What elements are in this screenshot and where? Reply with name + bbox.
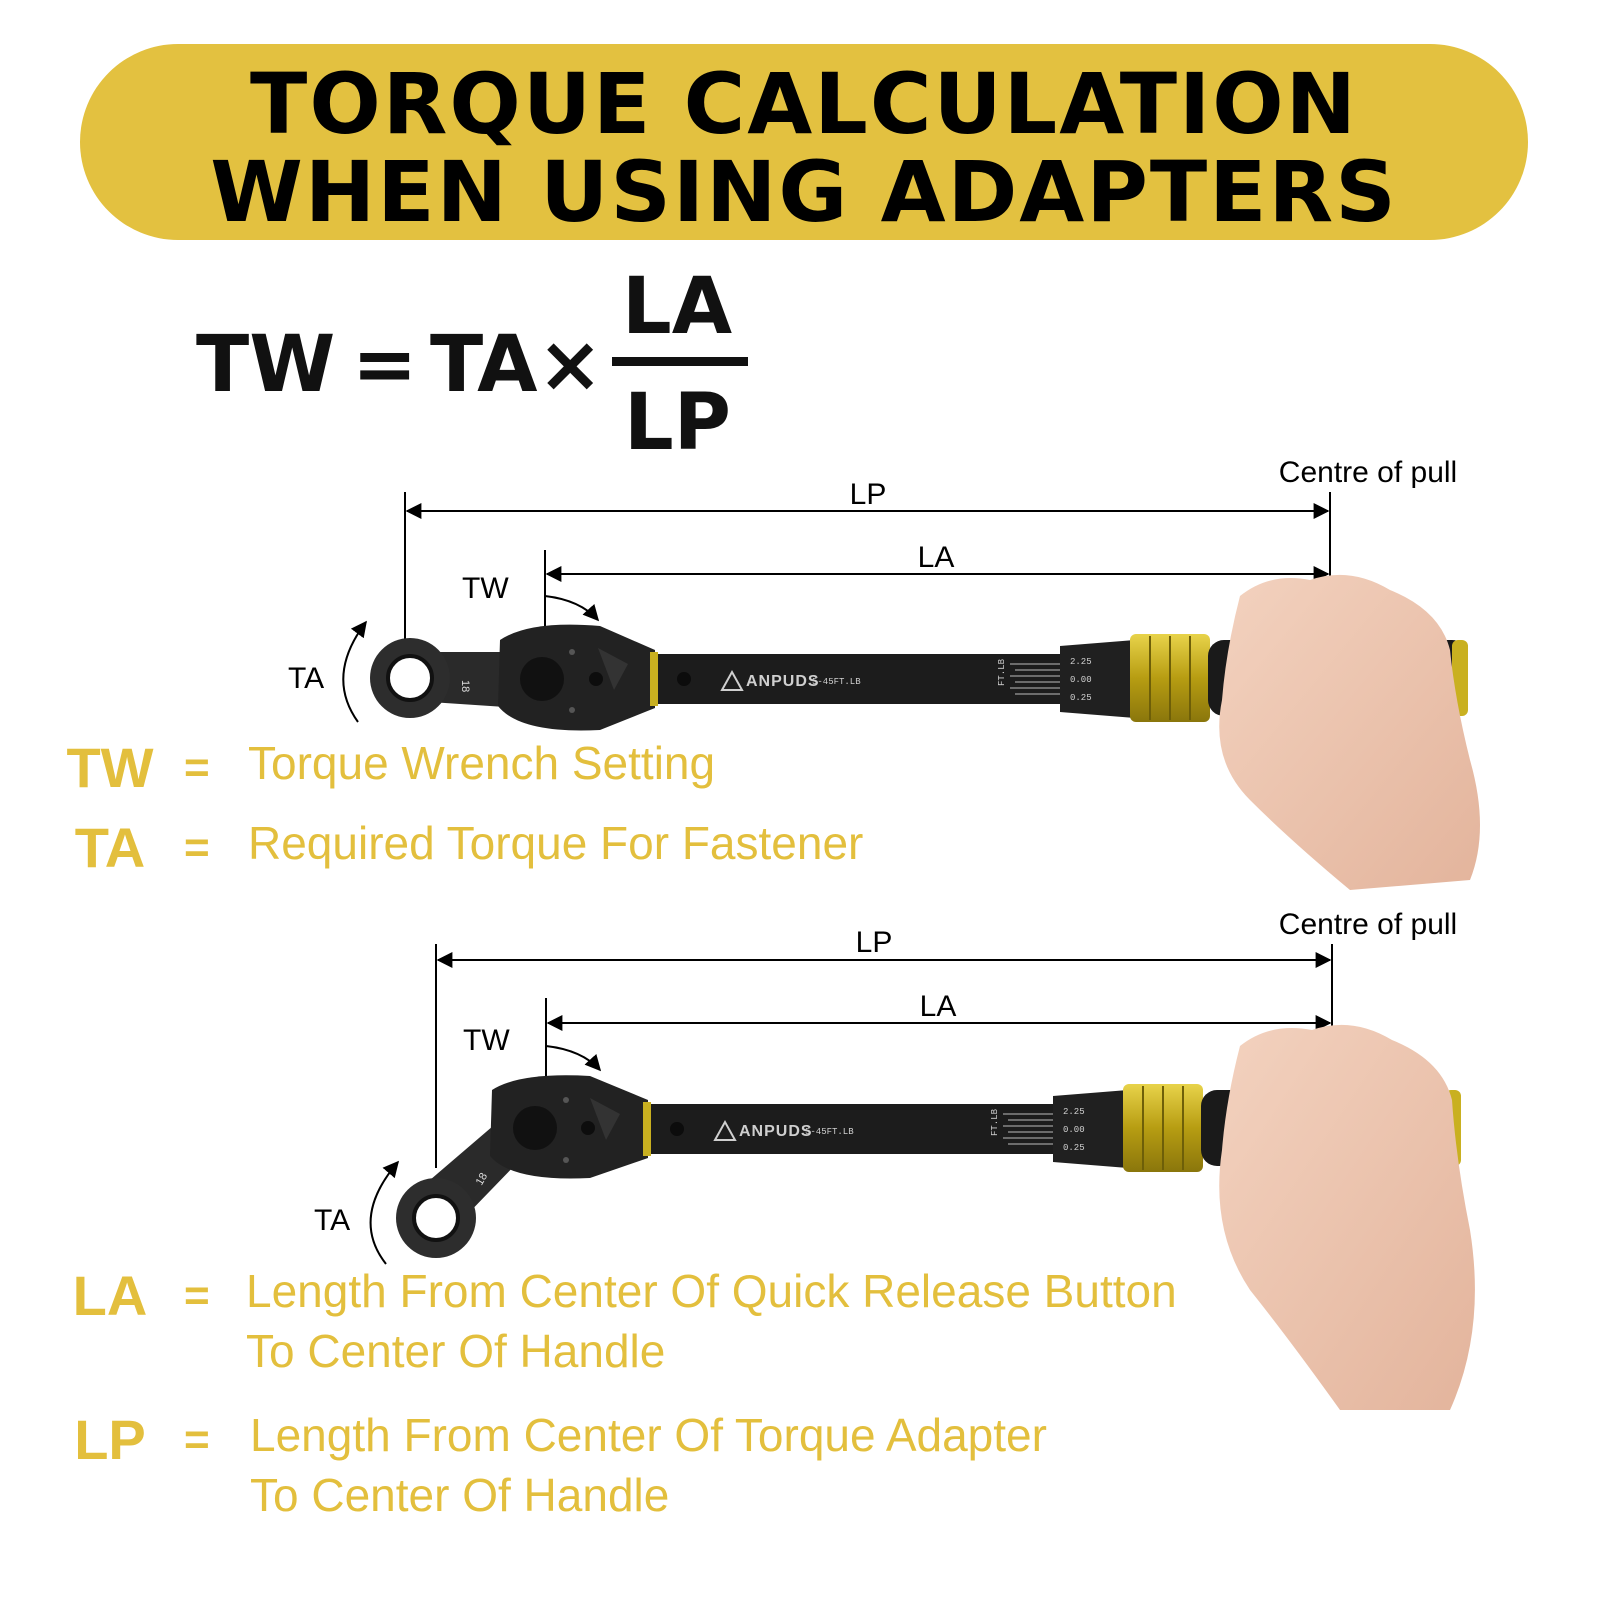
hand xyxy=(1219,1024,1475,1410)
formula-factor: TA× xyxy=(430,320,603,410)
la-label: LA xyxy=(920,990,957,1023)
hand xyxy=(1219,574,1480,890)
head-collar xyxy=(650,652,658,706)
title-banner: TORQUE CALCULATION WHEN USING ADAPTERS xyxy=(80,44,1528,240)
fraction-bar xyxy=(612,357,748,366)
head-collar xyxy=(643,1102,651,1156)
tw-label: TW xyxy=(463,1024,510,1057)
brand: ANPUDS xyxy=(746,673,820,690)
scale-mark-3: 0.25 xyxy=(1070,693,1092,703)
ratchet-head xyxy=(490,1075,648,1179)
quick-release-button xyxy=(677,672,691,686)
legend-definition-line-1: Length From Center Of Torque Adapter xyxy=(250,1409,1047,1461)
socket-size: 18 xyxy=(459,680,471,692)
lp-label: LP xyxy=(850,478,887,511)
tw-label: TW xyxy=(462,572,509,605)
legend-definition-line-1: Length From Center Of Quick Release Butt… xyxy=(246,1265,1177,1317)
ta-rotation-arrow xyxy=(342,620,367,723)
formula-lhs: TW xyxy=(196,320,336,410)
ta-label: TA xyxy=(288,662,324,695)
legend-definition-line-2: To Center Of Handle xyxy=(246,1325,666,1377)
range: 5-45FT.LB xyxy=(812,677,861,687)
ratchet-head xyxy=(498,624,655,731)
wrench-handle-shaft xyxy=(1053,1090,1128,1168)
diagram-bottom: LP LA Centre of pull TW TA 18 ANPUDS 5-4… xyxy=(314,908,1475,1410)
legend-symbol: LA xyxy=(72,1264,148,1327)
formula-denominator: LP xyxy=(624,378,731,468)
brand: ANPUDS xyxy=(739,1123,813,1140)
quick-release-button xyxy=(670,1122,684,1136)
legend-equals: = xyxy=(184,743,210,792)
tw-rotation-arrow xyxy=(545,1045,602,1072)
wrench-body xyxy=(658,654,1068,704)
scale-unit: FT.LB xyxy=(997,658,1007,686)
brand-logo-icon xyxy=(720,669,744,691)
scale-mark-2: 0.00 xyxy=(1070,675,1092,685)
scale-mark-1: 2.25 xyxy=(1063,1107,1085,1117)
pull-label: Centre of pull xyxy=(1279,908,1457,941)
legend-definition: Required Torque For Fastener xyxy=(248,817,864,869)
formula-numerator: LA xyxy=(622,262,733,352)
ta-rotation-arrow xyxy=(369,1160,400,1265)
collar-ridges xyxy=(1149,636,1191,720)
diagram-top: LP LA Centre of pull TW TA 18 ANPUDS 5-4… xyxy=(288,456,1480,890)
la-label: LA xyxy=(918,541,955,574)
formula-equals: = xyxy=(352,320,418,410)
legend-definition-line-2: To Center Of Handle xyxy=(250,1469,670,1521)
scale-ticks xyxy=(1003,1113,1053,1145)
legend-equals: = xyxy=(184,823,210,872)
legend-symbol: TA xyxy=(74,816,146,879)
brand-logo-icon xyxy=(713,1119,737,1141)
collar-ridges xyxy=(1142,1086,1184,1170)
lp-label: LP xyxy=(856,926,893,959)
scale-mark-3: 0.25 xyxy=(1063,1143,1085,1153)
title-line-2: WHEN USING ADAPTERS xyxy=(210,143,1398,241)
legend-definition: Torque Wrench Setting xyxy=(248,737,716,789)
tw-rotation-arrow xyxy=(544,595,600,622)
wrench-handle-shaft xyxy=(1060,640,1135,718)
scale-unit: FT.LB xyxy=(990,1108,1000,1136)
range: 5-45FT.LB xyxy=(805,1127,854,1137)
title-line-1: TORQUE CALCULATION xyxy=(250,55,1358,153)
legend-symbol: LP xyxy=(74,1408,146,1471)
pull-label: Centre of pull xyxy=(1279,456,1457,489)
scale-ticks xyxy=(1010,663,1060,695)
legend-symbol: TW xyxy=(66,736,154,799)
legend-equals: = xyxy=(184,1415,210,1464)
wrench-body xyxy=(651,1104,1061,1154)
scale-mark-2: 0.00 xyxy=(1063,1125,1085,1135)
legend-equals: = xyxy=(184,1271,210,1320)
torque-adapter: 18 xyxy=(370,638,520,718)
socket-size: 18 xyxy=(474,1171,491,1188)
scale-mark-1: 2.25 xyxy=(1070,657,1092,667)
ta-label: TA xyxy=(314,1204,350,1237)
